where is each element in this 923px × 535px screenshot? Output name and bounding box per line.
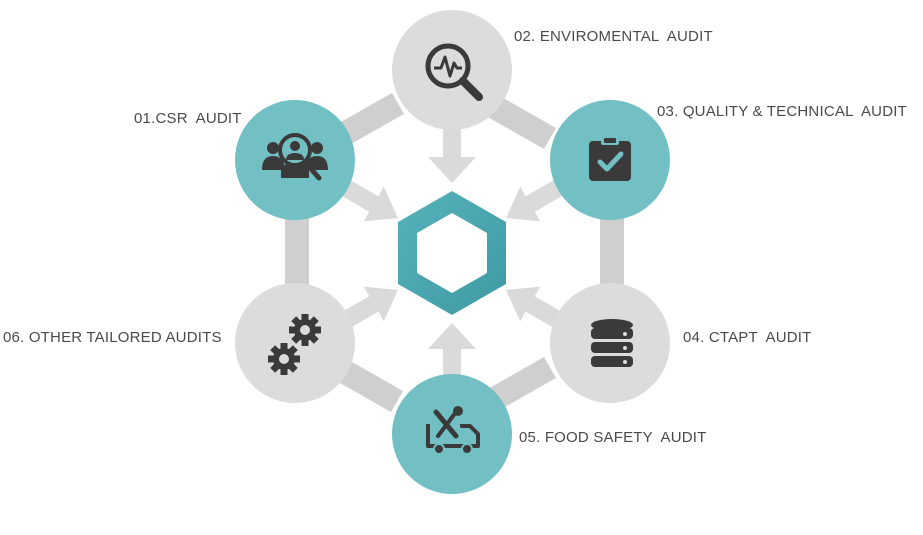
connectors: [285, 93, 624, 412]
connector-3-4: [600, 210, 624, 290]
database-icon: [591, 319, 633, 367]
gears-icon: [268, 314, 321, 375]
arrows: [341, 126, 563, 378]
connector-5-6: [333, 358, 403, 412]
connector-2-3: [486, 95, 556, 149]
connector-4-5: [486, 357, 556, 411]
node-06-circle[interactable]: [235, 283, 355, 403]
clipboard-check-icon: [589, 136, 631, 181]
arrow-from-06: [341, 286, 398, 328]
connector-1-2: [332, 93, 404, 148]
arrow-from-03: [506, 180, 563, 222]
arrow-from-01: [341, 180, 398, 222]
node-circles: [235, 10, 670, 494]
node-04-label: 04. CTAPT AUDIT: [683, 329, 812, 346]
arrow-from-04: [506, 286, 563, 328]
arrow-from-02: [428, 126, 476, 183]
node-06-label: 06. OTHER TAILORED AUDITS: [3, 329, 222, 346]
node-03-label: 03. QUALITY & TECHNICAL AUDIT: [657, 103, 907, 120]
center-hexagon: [398, 191, 506, 315]
node-02-label: 02. ENVIROMENTAL AUDIT: [514, 28, 713, 45]
people-search-icon: [262, 133, 328, 181]
connector-6-1: [285, 210, 309, 290]
truck-tools-icon: [426, 406, 480, 455]
magnifier-pulse-icon: [425, 43, 483, 101]
node-05-label: 05. FOOD SAFETY AUDIT: [519, 429, 707, 446]
node-01-label: 01.CSR AUDIT: [134, 110, 242, 127]
arrow-from-05: [428, 323, 476, 378]
